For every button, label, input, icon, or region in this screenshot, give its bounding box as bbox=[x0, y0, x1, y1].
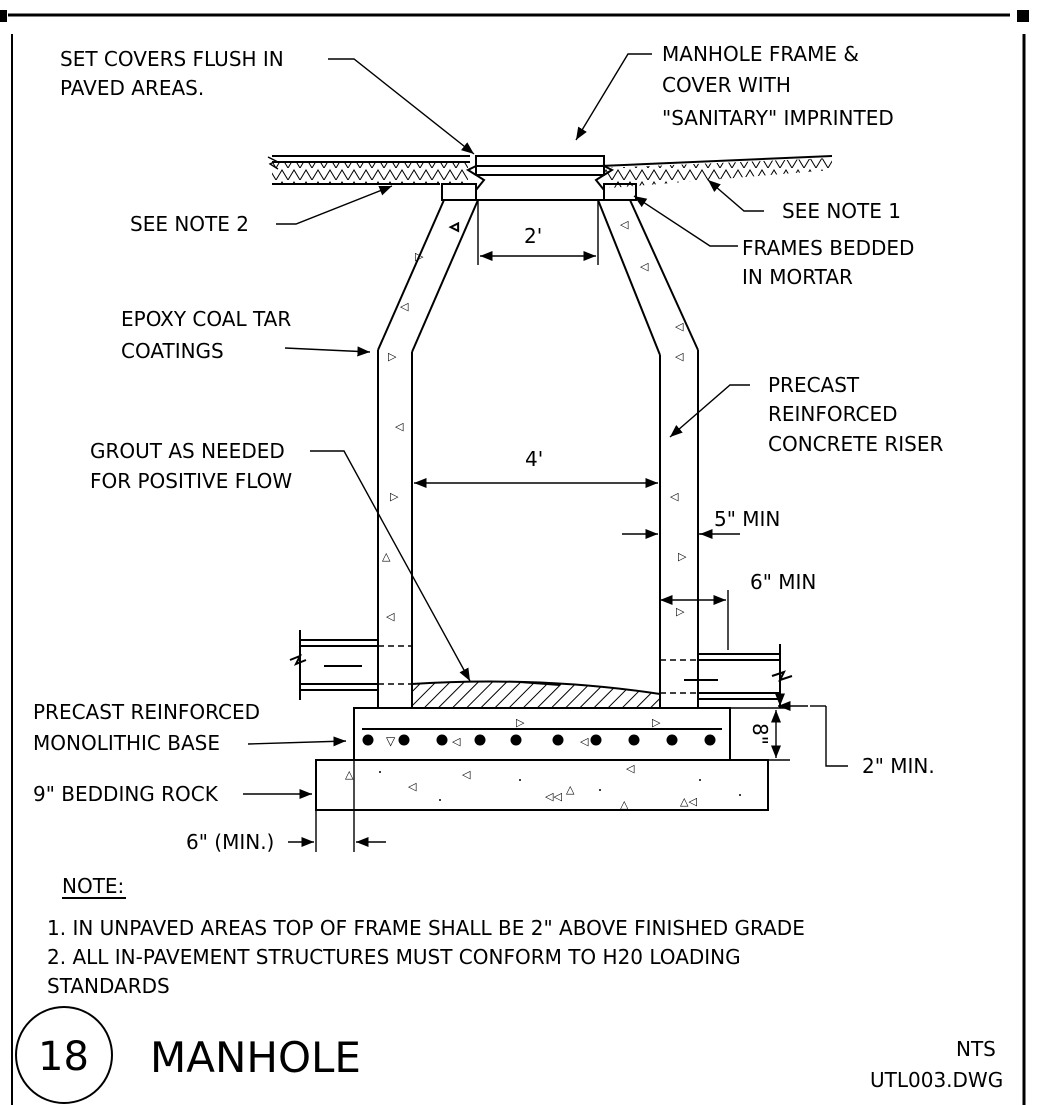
svg-text:◁: ◁ bbox=[400, 300, 409, 313]
file-name: UTL003.DWG bbox=[870, 1068, 1003, 1092]
dim-label-4ft: 4' bbox=[525, 447, 543, 471]
svg-text:◁: ◁ bbox=[408, 780, 417, 793]
label-set-covers-2: PAVED AREAS. bbox=[60, 76, 204, 100]
label-two-min: 2" MIN. bbox=[862, 754, 935, 778]
bedding-rock: △ ◁ ◁ ◁◁ △ ◁ △◁ △ bbox=[315, 759, 769, 811]
dim-6in-min-bedding bbox=[288, 760, 386, 852]
svg-text:◁: ◁ bbox=[675, 320, 684, 333]
notes-heading: NOTE: bbox=[62, 874, 124, 898]
manhole-frame-and-cover bbox=[441, 155, 637, 201]
label-grout-1: GROUT AS NEEDED bbox=[90, 439, 285, 463]
label-see-note-2: SEE NOTE 2 bbox=[130, 212, 249, 236]
note-2: 2. ALL IN-PAVEMENT STRUCTURES MUST CONFO… bbox=[47, 945, 741, 969]
sheet-border bbox=[0, 10, 1029, 1105]
dim-label-8in: 8" bbox=[748, 723, 772, 745]
svg-text:▽: ▽ bbox=[386, 734, 396, 748]
svg-text:△◁: △◁ bbox=[680, 795, 697, 808]
label-precast-riser-1: PRECAST bbox=[768, 373, 860, 397]
label-precast-riser-3: CONCRETE RISER bbox=[768, 432, 944, 456]
label-frames-bedded-1: FRAMES BEDDED bbox=[742, 236, 914, 260]
unpaved-grade bbox=[599, 155, 833, 188]
label-frame-cover-1: MANHOLE FRAME & bbox=[662, 42, 859, 66]
label-set-covers-1: SET COVERS FLUSH IN bbox=[60, 47, 284, 71]
dim-6in bbox=[660, 590, 729, 650]
svg-text:▷: ▷ bbox=[388, 350, 397, 363]
scale-label: NTS bbox=[956, 1037, 996, 1061]
label-bedding: 9" BEDDING ROCK bbox=[33, 782, 219, 806]
label-frame-cover-2: COVER WITH bbox=[662, 73, 791, 97]
label-precast-riser-2: REINFORCED bbox=[768, 402, 898, 426]
callout-labels: SET COVERS FLUSH IN PAVED AREAS. MANHOLE… bbox=[33, 42, 944, 806]
svg-text:◁: ◁ bbox=[640, 260, 649, 273]
dimension-labels: 2' 4' 5" MIN 6" MIN 8" 6" (MIN.) bbox=[186, 224, 816, 854]
detail-number: 18 bbox=[38, 1034, 89, 1080]
dim-label-5in: 5" MIN bbox=[714, 507, 780, 531]
riser-walls: ▷ ◁ ▷ △ ◁ ◁ ◁ ▷ ▷ bbox=[377, 350, 699, 708]
svg-text:▷: ▷ bbox=[676, 605, 685, 618]
notes-block: NOTE: 1. IN UNPAVED AREAS TOP OF FRAME S… bbox=[47, 874, 805, 998]
svg-text:△: △ bbox=[620, 798, 629, 811]
svg-text:◁: ◁ bbox=[626, 762, 635, 775]
label-frames-bedded-2: IN MORTAR bbox=[742, 265, 853, 289]
svg-text:◁: ◁ bbox=[395, 420, 404, 433]
grout-fill bbox=[411, 680, 661, 709]
title-block: 18 MANHOLE NTS UTL003.DWG bbox=[15, 1006, 1003, 1104]
svg-text:◁: ◁ bbox=[670, 490, 679, 503]
monolithic-base: ▽ ◁ ▷ ▷ ◁ bbox=[353, 707, 731, 761]
svg-text:△: △ bbox=[382, 550, 391, 563]
svg-text:◁: ◁ bbox=[452, 735, 461, 748]
svg-text:◁◁: ◁◁ bbox=[545, 790, 562, 803]
label-epoxy-2: COATINGS bbox=[121, 339, 224, 363]
label-see-note-1: SEE NOTE 1 bbox=[782, 199, 901, 223]
dim-2ft bbox=[477, 200, 599, 265]
label-base-2: MONOLITHIC BASE bbox=[33, 731, 220, 755]
cone-section: ◁ ◁ ▷ ◁ ◁ ◁ bbox=[377, 199, 699, 356]
svg-text:◁: ◁ bbox=[462, 768, 471, 781]
dim-label-2ft: 2' bbox=[524, 224, 542, 248]
label-base-1: PRECAST REINFORCED bbox=[33, 700, 260, 724]
outlet-pipe bbox=[660, 644, 793, 708]
label-frame-cover-3: "SANITARY" IMPRINTED bbox=[662, 106, 894, 130]
svg-text:▷: ▷ bbox=[652, 716, 661, 729]
note-2-cont: STANDARDS bbox=[47, 974, 170, 998]
svg-text:◁: ◁ bbox=[580, 735, 589, 748]
dim-label-6in-min: 6" (MIN.) bbox=[186, 830, 274, 854]
leaders bbox=[243, 53, 764, 800]
detail-title: MANHOLE bbox=[150, 1033, 361, 1082]
svg-text:◁: ◁ bbox=[450, 221, 459, 233]
label-epoxy-1: EPOXY COAL TAR bbox=[121, 307, 291, 331]
inlet-pipe bbox=[289, 630, 412, 700]
svg-text:◁: ◁ bbox=[620, 218, 629, 231]
dim-label-6in: 6" MIN bbox=[750, 570, 816, 594]
svg-text:◁: ◁ bbox=[675, 350, 684, 363]
svg-text:▷: ▷ bbox=[390, 490, 399, 503]
pavement-surface bbox=[267, 155, 470, 185]
svg-text:▷: ▷ bbox=[678, 550, 687, 563]
svg-text:△: △ bbox=[345, 768, 354, 781]
label-grout-2: FOR POSITIVE FLOW bbox=[90, 469, 292, 493]
rebar bbox=[362, 734, 716, 746]
svg-text:▷: ▷ bbox=[415, 250, 424, 263]
dim-2in-min bbox=[774, 693, 848, 767]
svg-text:▷: ▷ bbox=[516, 716, 525, 729]
note-1: 1. IN UNPAVED AREAS TOP OF FRAME SHALL B… bbox=[47, 916, 805, 940]
svg-text:◁: ◁ bbox=[386, 610, 395, 623]
svg-text:△: △ bbox=[566, 783, 575, 796]
